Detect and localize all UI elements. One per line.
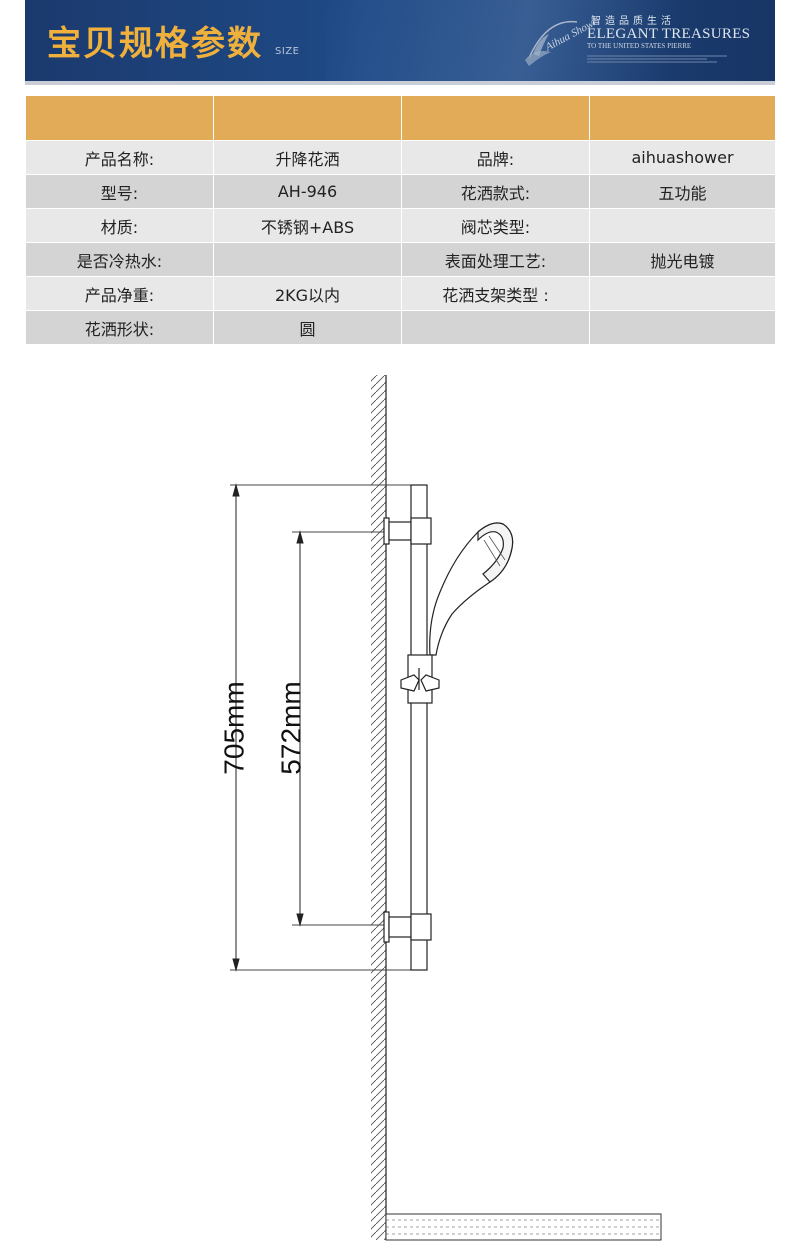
spec-value: aihuashower [589, 140, 776, 175]
banner-divider [25, 81, 775, 85]
spec-table: 产品名称: 升降花洒 品牌: aihuashower 型号: AH-946 花洒… [25, 95, 776, 345]
spec-value: 2KG以内 [213, 276, 402, 311]
spec-value: 抛光电镀 [589, 242, 776, 277]
spec-label: 产品名称: [25, 140, 214, 175]
spec-label: 表面处理工艺: [401, 242, 590, 277]
page-title: 宝贝规格参数 [47, 24, 263, 64]
spec-label: 阀芯类型: [401, 208, 590, 243]
overall-length-label: 705mm [218, 681, 249, 774]
spec-value: 五功能 [589, 174, 776, 209]
spec-value [589, 310, 776, 345]
table-header-cell [213, 95, 402, 141]
header-banner: 宝贝规格参数 SIZE Aihua Shower 智造品质生活 ELEGANT … [25, 0, 775, 81]
spec-label: 花洒支架类型 : [401, 276, 590, 311]
lower-wall-bracket [383, 911, 432, 943]
bracket-spacing-label: 572mm [275, 681, 306, 774]
brand-logo-icon: Aihua Shower [525, 13, 595, 66]
spec-value: 不锈钢+ABS [213, 208, 402, 243]
table-row: 花洒形状: 圆 [25, 310, 776, 345]
spec-label [401, 310, 590, 345]
table-header-cell [25, 95, 214, 141]
spec-label: 产品净重: [25, 276, 214, 311]
page-subtitle: SIZE [275, 46, 300, 57]
spec-value: 圆 [213, 310, 402, 345]
upper-wall-bracket [383, 517, 432, 545]
table-header-cell [401, 95, 590, 141]
table-header-cell [589, 95, 776, 141]
dimension-line-572 [296, 530, 304, 927]
spec-label: 材质: [25, 208, 214, 243]
extension-lines [230, 484, 412, 971]
dimension-line-705 [232, 483, 240, 972]
table-row: 型号: AH-946 花洒款式: 五功能 [25, 174, 776, 209]
spec-value [589, 208, 776, 243]
spec-value [589, 276, 776, 311]
brand-tagline: TO THE UNITED STATES PIERRE [587, 42, 692, 50]
table-row: 是否冷热水: 表面处理工艺: 抛光电镀 [25, 242, 776, 277]
slide-rail [410, 484, 428, 971]
brand-slogan: 智造品质生活 [591, 16, 675, 27]
spec-label: 是否冷热水: [25, 242, 214, 277]
floor-tiles [385, 1213, 662, 1241]
table-row: 材质: 不锈钢+ABS 阀芯类型: [25, 208, 776, 243]
wall-hatching [371, 375, 386, 1240]
table-header-row [25, 95, 776, 141]
hand-shower-head [429, 522, 514, 656]
spec-label: 花洒款式: [401, 174, 590, 209]
spec-value [213, 242, 402, 277]
spec-value: 升降花洒 [213, 140, 402, 175]
spec-value: AH-946 [213, 174, 402, 209]
brand-name: ELEGANT TREASURES [587, 26, 751, 42]
spec-label: 型号: [25, 174, 214, 209]
slider-holder [400, 654, 440, 704]
banner-light-streak [325, 0, 775, 81]
dimension-diagram: 705mm 572mm [218, 375, 662, 1241]
spec-label: 花洒形状: [25, 310, 214, 345]
table-row: 产品名称: 升降花洒 品牌: aihuashower [25, 140, 776, 175]
decorative-lines [587, 55, 727, 63]
table-row: 产品净重: 2KG以内 花洒支架类型 : [25, 276, 776, 311]
spec-label: 品牌: [401, 140, 590, 175]
